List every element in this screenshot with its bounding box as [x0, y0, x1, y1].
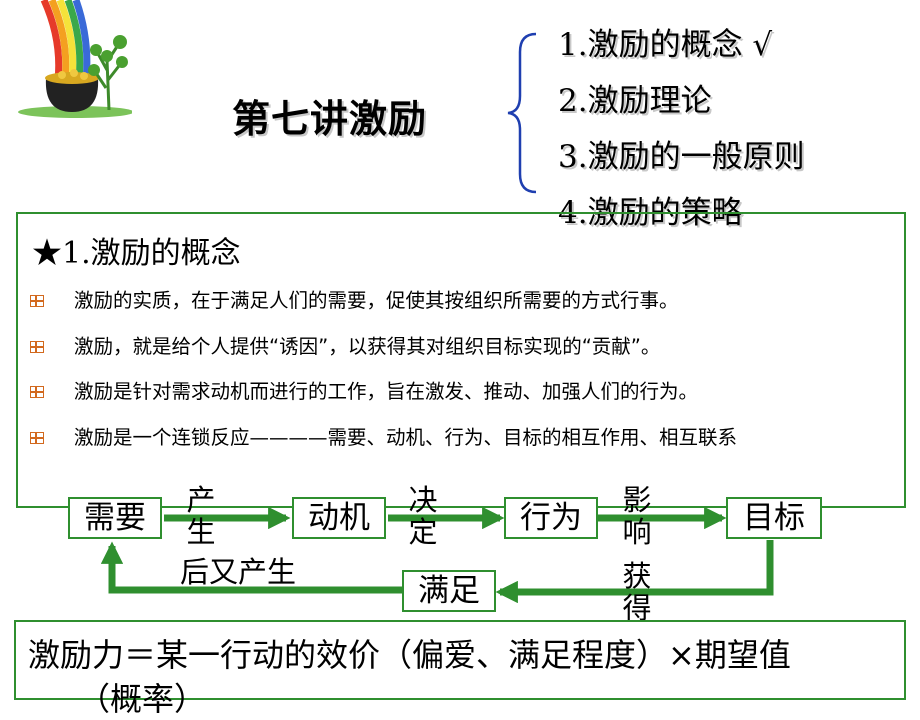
bullet-item: 激励的实质，在于满足人们的需要，促使其按组织所需要的方式行事。 [30, 286, 890, 316]
edge-label-produce: 产生 [186, 483, 216, 549]
toc-item: 3.激励的一般原则 [558, 139, 805, 175]
concept-box: ★1.激励的概念 激励的实质，在于满足人们的需要，促使其按组织所需要的方式行事。… [16, 212, 906, 508]
flow-node-motive: 动机 [292, 497, 386, 539]
flow-node-goal: 目标 [726, 497, 822, 539]
flow-node-behavior: 行为 [504, 497, 598, 539]
flow-node-satisfy: 满足 [402, 570, 496, 612]
bullet-item: 激励，就是给个人提供“诱因”，以获得其对组织目标实现的“贡献”。 [30, 332, 890, 362]
bullet-icon [30, 386, 44, 398]
flow-node-need: 需要 [68, 497, 162, 539]
toc-item: 2.激励理论 [558, 83, 712, 119]
formula-box: 激励力＝某一行动的效价（偏爱、满足程度）×期望值 （概率） [14, 620, 906, 718]
bullet-item: 激励是针对需求动机而进行的工作，旨在激发、推动、加强人们的行为。 [30, 377, 890, 407]
bullet-item: 激励是一个连锁反应————需要、动机、行为、目标的相互作用、相互联系 [30, 423, 890, 453]
edge-label-influence: 影响 [622, 483, 652, 549]
section-heading: ★1.激励的概念 [32, 236, 241, 271]
curly-brace-icon [507, 32, 537, 194]
bullet-icon [30, 341, 44, 353]
bullet-icon [30, 432, 44, 444]
edge-label-decide: 决定 [408, 483, 438, 549]
formula-text: 激励力＝某一行动的效价（偏爱、满足程度）×期望值 [28, 636, 791, 674]
edge-label-produce-again: 后又产生 [179, 555, 296, 589]
page-title: 第七讲激励 [232, 97, 428, 141]
bullet-icon [30, 295, 44, 307]
edge-label-obtain: 获得 [622, 559, 652, 625]
toc-item: 1.激励的概念 √ [558, 27, 773, 63]
formula-text-continued: （概率） [78, 680, 207, 718]
rainbow-pot-of-gold-image [18, 0, 132, 118]
